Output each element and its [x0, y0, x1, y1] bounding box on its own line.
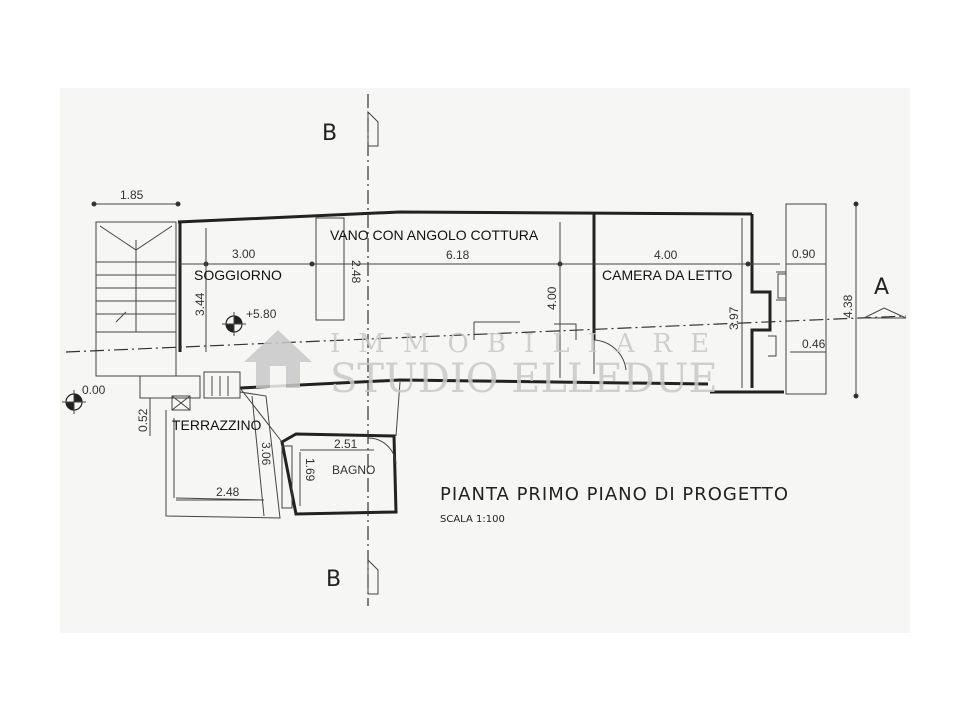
dim-soggiorno-width: 3.00: [232, 247, 256, 261]
house-logo-icon: [244, 330, 312, 388]
level-ground-label: 0.00: [82, 383, 106, 397]
section-label-b-bottom: B: [326, 567, 341, 592]
dim-soggiorno-depth: 3.44: [193, 292, 207, 316]
dim-vano-width: 6.18: [446, 248, 470, 262]
drawing-title: PIANTA PRIMO PIANO DI PROGETTO: [440, 484, 789, 505]
section-axis-a: [65, 315, 907, 353]
room-label-soggiorno: SOGGIORNO: [194, 267, 282, 283]
dim-total-depth: 4.38: [841, 294, 855, 318]
staircase: [95, 221, 177, 377]
drawing-sheet: [60, 88, 910, 633]
right-balcony: [710, 203, 827, 395]
watermark-line1: IMMOBILIARE: [330, 329, 727, 359]
section-marker-b-top: B: [322, 110, 379, 147]
section-label-a: A: [874, 275, 889, 300]
dim-balcony-width: 0.90: [792, 247, 816, 261]
room-label-bagno: BAGNO: [332, 463, 375, 477]
dim-column-depth: 2.48: [349, 260, 363, 284]
door-swing: [593, 339, 627, 371]
outer-wall-right: [750, 214, 772, 388]
section-label-b-top: B: [322, 121, 337, 146]
dim-right-offset: 0.46: [802, 337, 826, 351]
kitchen-counter: [473, 321, 577, 340]
bathroom: [239, 381, 401, 516]
dim-vano-depth: 4.00: [545, 286, 559, 310]
dim-terrace-depth: 3.06: [259, 442, 273, 466]
dim-entrance-depth: 0.52: [136, 408, 150, 432]
room-label-camera: CAMERA DA LETTO: [602, 267, 733, 283]
room-label-vano: VANO CON ANGOLO COTTURA: [330, 227, 539, 243]
partition-column: [315, 217, 345, 321]
level-upper-label: +5.80: [246, 307, 277, 321]
level-marker-ground: [62, 390, 86, 414]
section-marker-b-bottom: B: [326, 558, 379, 595]
dim-bagno-width: 2.51: [334, 437, 358, 451]
room-label-terrazzino: TERRAZZINO: [172, 417, 262, 433]
drawing-scale: SCALA 1:100: [440, 514, 505, 525]
dim-terrace-width: 2.48: [216, 485, 240, 499]
level-marker-upper: [222, 312, 246, 336]
dim-bagno-depth: 1.69: [303, 458, 317, 482]
dim-camera-width: 4.00: [654, 248, 678, 262]
watermark: IMMOBILIARE STUDIO ELLEDUE: [244, 329, 727, 402]
dim-stair-width: 1.85: [120, 188, 144, 202]
dim-camera-depth: 3.97: [727, 306, 741, 330]
watermark-line2: STUDIO ELLEDUE: [330, 356, 718, 402]
entrance: [139, 371, 241, 411]
section-marker-a: A: [863, 275, 907, 319]
outer-wall-top: [177, 210, 753, 224]
dimension-lines: [91, 201, 859, 517]
